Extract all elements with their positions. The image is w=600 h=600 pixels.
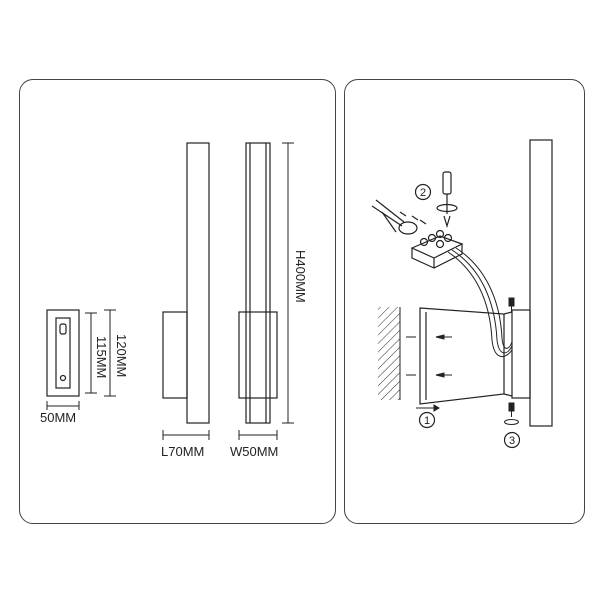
height-120-dimension: [104, 309, 116, 397]
base-width-dimension: [46, 401, 80, 410]
installation-panel: [344, 79, 585, 524]
height-total-label: H400MM: [293, 250, 308, 303]
lamp-side-view: [162, 142, 210, 424]
lamp-installed: [511, 139, 553, 427]
height-115-label: 115MM: [94, 336, 109, 378]
mounting-bracket: [419, 307, 513, 405]
lamp-front-view: [238, 142, 278, 424]
step-2-label: 2: [420, 187, 426, 199]
step-1-marker: [418, 411, 436, 429]
screwdriver-icon: [436, 171, 458, 229]
mounting-plate-drawing: [46, 309, 80, 397]
pliers-icon: [371, 199, 427, 235]
height-total-dimension: [282, 142, 294, 424]
connection-wires: [447, 247, 513, 358]
length-label: L70MM: [161, 444, 204, 459]
step-3-marker: [503, 431, 521, 449]
height-120-label: 120MM: [114, 334, 129, 377]
dimensions-panel: [19, 79, 336, 524]
wall-anchors: [406, 334, 452, 378]
step-3-label: 3: [509, 435, 515, 447]
fixing-screws: [504, 297, 519, 425]
step-1-arrow: [416, 404, 440, 412]
terminal-block: [410, 229, 464, 269]
height-115-dimension: [85, 312, 97, 394]
width-dimension: [238, 430, 278, 440]
step-2-marker: [414, 183, 432, 201]
step-1-label: 1: [424, 415, 430, 427]
wall-section: [378, 307, 401, 400]
width-label: W50MM: [230, 444, 278, 459]
length-dimension: [162, 430, 210, 440]
base-width-label: 50MM: [40, 410, 76, 425]
